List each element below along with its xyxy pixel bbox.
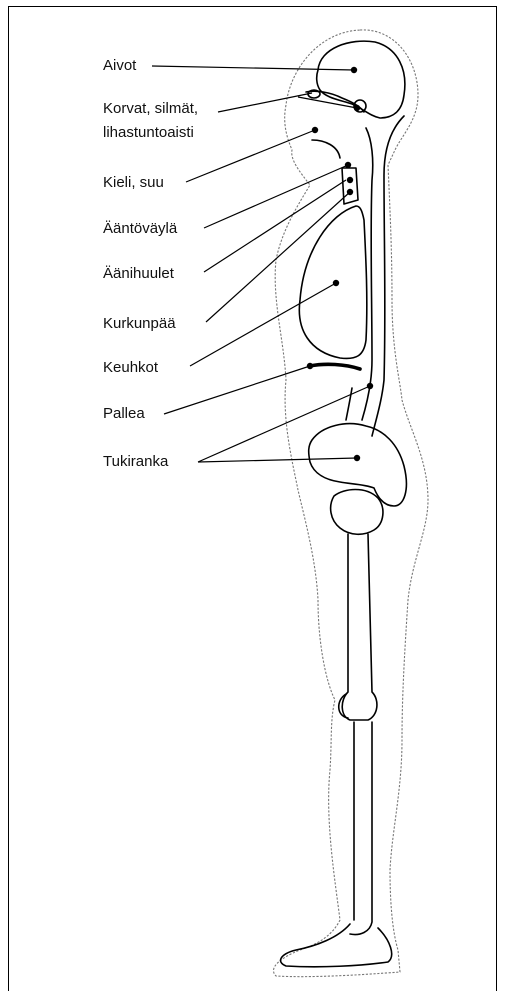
spine-front <box>362 128 373 420</box>
label-aivot: Aivot <box>103 56 136 76</box>
label-kurkunpaa: Kurkunpää <box>103 314 176 334</box>
label-aanihuulet: Äänihuulet <box>103 264 174 284</box>
label-pallea: Pallea <box>103 404 145 424</box>
label-keuhkot: Keuhkot <box>103 358 158 378</box>
hip-joint <box>331 490 383 535</box>
diaphragm <box>310 364 360 369</box>
femur <box>342 534 377 720</box>
pelvis <box>309 424 407 506</box>
label-korvat-line2: lihastuntoaisti <box>103 123 194 143</box>
label-korvat-line1: Korvat, silmät, <box>103 99 198 119</box>
label-tukiranka: Tukiranka <box>103 452 168 472</box>
lower-spine <box>346 388 352 420</box>
foot <box>281 924 392 967</box>
jaw <box>312 140 340 158</box>
body-silhouette <box>273 30 428 977</box>
tibia <box>350 722 372 935</box>
spine-back <box>372 116 404 436</box>
label-aantovayla: Ääntöväylä <box>103 219 177 239</box>
skull <box>317 41 405 118</box>
marker-dots <box>307 67 373 461</box>
label-kieli-suu: Kieli, suu <box>103 173 164 193</box>
larynx <box>342 168 358 204</box>
